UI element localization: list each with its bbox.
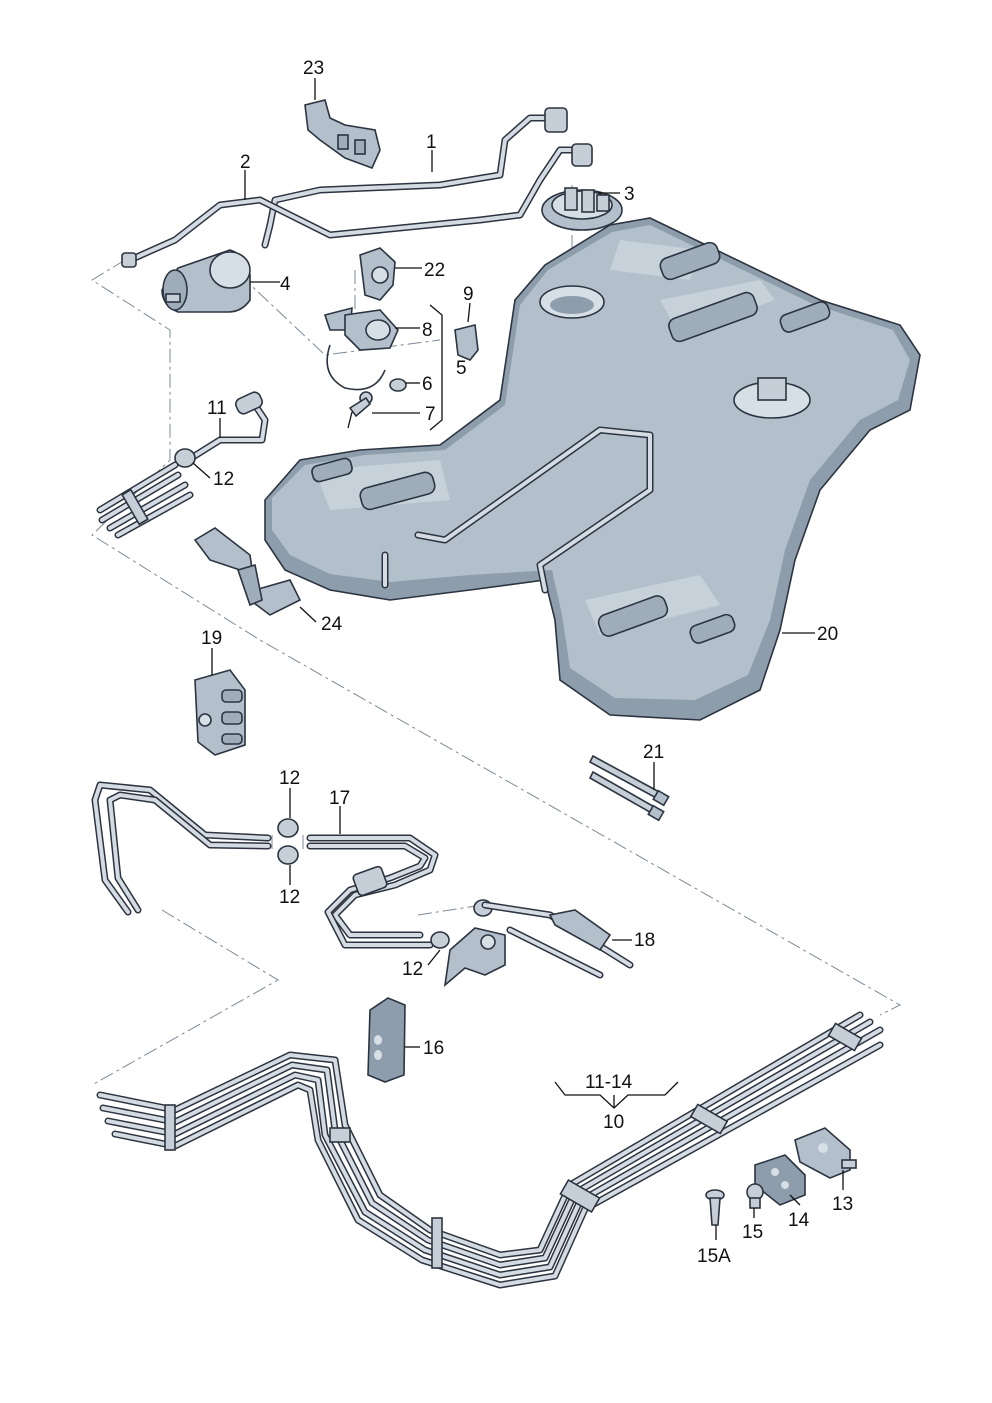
label-part-21: 21 <box>643 742 664 763</box>
label-part-7: 7 <box>425 404 436 425</box>
pipe-assembly-18-icon <box>443 901 634 987</box>
label-part-8: 8 <box>422 320 433 341</box>
label-part-22: 22 <box>424 260 445 281</box>
label-part-18: 18 <box>634 930 655 951</box>
leader-lines <box>192 78 844 1240</box>
label-part-2: 2 <box>240 152 251 173</box>
cable-tie-icon <box>588 754 670 822</box>
hose-11-icon <box>184 391 269 464</box>
clip-23-icon <box>304 99 381 170</box>
clip-13-icon <box>794 1127 857 1179</box>
label-part-1: 1 <box>426 132 437 153</box>
label-part-11-14: 11-14 <box>585 1072 633 1093</box>
fuel-tank-icon <box>264 217 921 721</box>
label-part-23: 23 <box>303 58 324 79</box>
rivet-icon <box>746 1183 764 1209</box>
label-part-6: 6 <box>422 374 433 395</box>
nut-icon <box>389 378 407 392</box>
label-part-17: 17 <box>329 788 350 809</box>
label-part-19: 19 <box>201 628 222 649</box>
label-part-14: 14 <box>788 1210 810 1231</box>
label-part-15: 15 <box>742 1222 763 1243</box>
label-part-16: 16 <box>423 1038 444 1059</box>
clip-14-icon <box>754 1154 806 1206</box>
label-part-12-right: 12 <box>402 959 423 980</box>
sender-flange-icon <box>541 187 623 231</box>
label-part-3: 3 <box>624 184 635 205</box>
label-part-24: 24 <box>321 614 343 635</box>
filter-bracket-icon <box>323 306 399 391</box>
fuel-line-1 <box>261 107 568 249</box>
pipe-set-17-icon <box>91 781 439 949</box>
expanding-rivet-icon <box>705 1189 725 1226</box>
pipe-bundle-10-icon <box>96 1011 884 1289</box>
label-part-12-lower: 12 <box>279 887 300 908</box>
label-part-10: 10 <box>603 1112 624 1133</box>
fuel-filter-icon <box>161 249 251 313</box>
cover-16-icon <box>367 997 406 1083</box>
fuel-line-2 <box>121 143 593 268</box>
holder-24-icon <box>193 527 302 616</box>
clip-22-icon <box>359 247 396 301</box>
label-part-11: 11 <box>207 398 227 419</box>
label-part-20: 20 <box>817 624 838 645</box>
hose-clamp-pair-icon <box>277 818 493 949</box>
label-part-4: 4 <box>280 274 291 295</box>
label-part-12-top: 12 <box>213 469 234 490</box>
pipe-bundle-left-icon <box>96 461 194 539</box>
clip-19-icon <box>194 669 246 756</box>
label-part-9: 9 <box>463 284 474 305</box>
label-part-12-upper: 12 <box>279 768 300 789</box>
label-part-5: 5 <box>456 358 467 379</box>
label-part-15a: 15A <box>697 1246 731 1267</box>
clip-9-icon <box>454 324 479 361</box>
label-part-13: 13 <box>832 1194 853 1215</box>
hose-clamp-icon <box>174 448 196 468</box>
part-number-labels: 23 1 2 3 4 22 9 8 5 6 7 11 12 24 19 20 2… <box>201 58 853 1267</box>
bolt-icon <box>347 391 373 429</box>
